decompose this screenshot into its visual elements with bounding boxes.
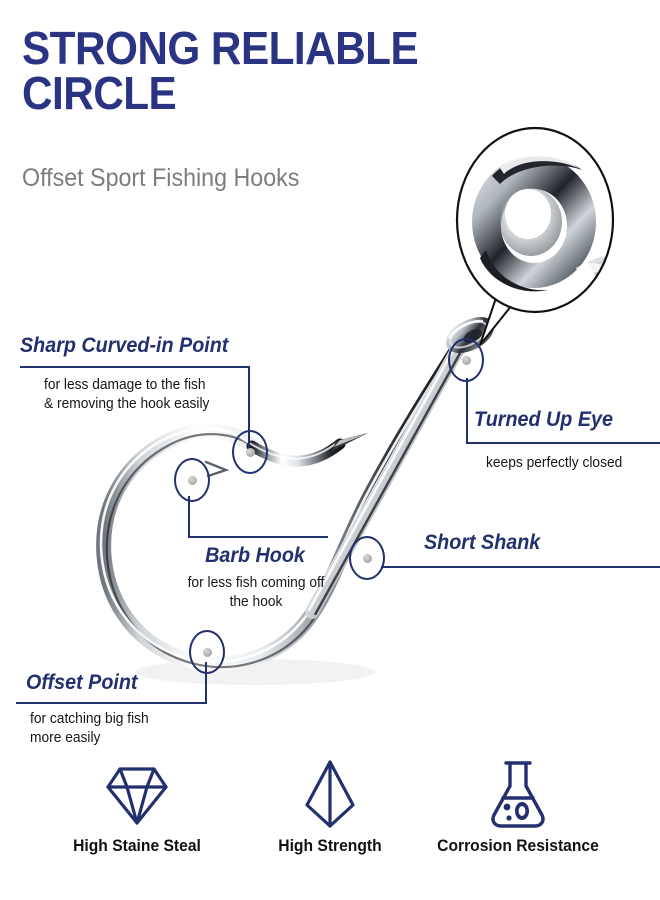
flask-icon xyxy=(408,758,628,830)
callout-rule-offset-point xyxy=(16,702,207,704)
callout-label-short-shank: Short Shank xyxy=(424,531,541,554)
callout-leader-offset-point xyxy=(205,662,207,704)
callout-rule-barb-hook xyxy=(188,536,328,538)
hook-marker-sharp-curved-in-point xyxy=(232,430,268,474)
feature-label-high-staine-steal: High Staine Steal xyxy=(73,836,201,855)
callout-desc-turned-up-eye: keeps perfectly closed xyxy=(486,455,623,471)
callout-rule-turned-up-eye xyxy=(466,442,660,444)
hook-marker-barb-hook xyxy=(174,458,210,502)
feature-high-strength: High Strength xyxy=(235,758,425,856)
hook-marker-offset-point xyxy=(189,630,225,674)
callout-label-sharp-curved-in-point: Sharp Curved-in Point xyxy=(20,334,229,357)
page-subtitle: Offset Sport Fishing Hooks xyxy=(22,164,300,192)
feature-corrosion-resistance: Corrosion Resistance xyxy=(408,758,628,856)
callout-leader-barb-hook xyxy=(188,496,190,538)
diamond-icon xyxy=(42,758,232,830)
callout-leader-turned-up-eye xyxy=(466,378,468,444)
feature-label-high-strength: High Strength xyxy=(278,836,382,855)
callout-rule-sharp-curved-in-point xyxy=(20,366,250,368)
callout-label-offset-point: Offset Point xyxy=(26,671,138,694)
page-title: STRONG RELIABLE CIRCLE xyxy=(22,22,419,120)
feature-high-staine-steal: High Staine Steal xyxy=(42,758,232,856)
feature-label-corrosion-resistance: Corrosion Resistance xyxy=(437,836,599,855)
callout-label-turned-up-eye: Turned Up Eye xyxy=(474,408,613,431)
hook-marker-short-shank xyxy=(349,536,385,580)
callout-desc-sharp-curved-in-point: for less damage to the fish & removing t… xyxy=(44,377,210,412)
callout-desc-offset-point: for catching big fish more easily xyxy=(30,711,149,746)
kite-icon xyxy=(235,758,425,830)
hook-marker-turned-up-eye xyxy=(448,338,484,382)
callout-label-barb-hook: Barb Hook xyxy=(205,544,305,567)
feature-row: High Staine Steal High Strength xyxy=(0,758,660,876)
callout-rule-short-shank xyxy=(381,566,660,568)
callout-desc-barb-hook: for less fish coming off the hook xyxy=(187,575,325,610)
callout-leader-sharp-curved-in-point xyxy=(248,366,250,450)
